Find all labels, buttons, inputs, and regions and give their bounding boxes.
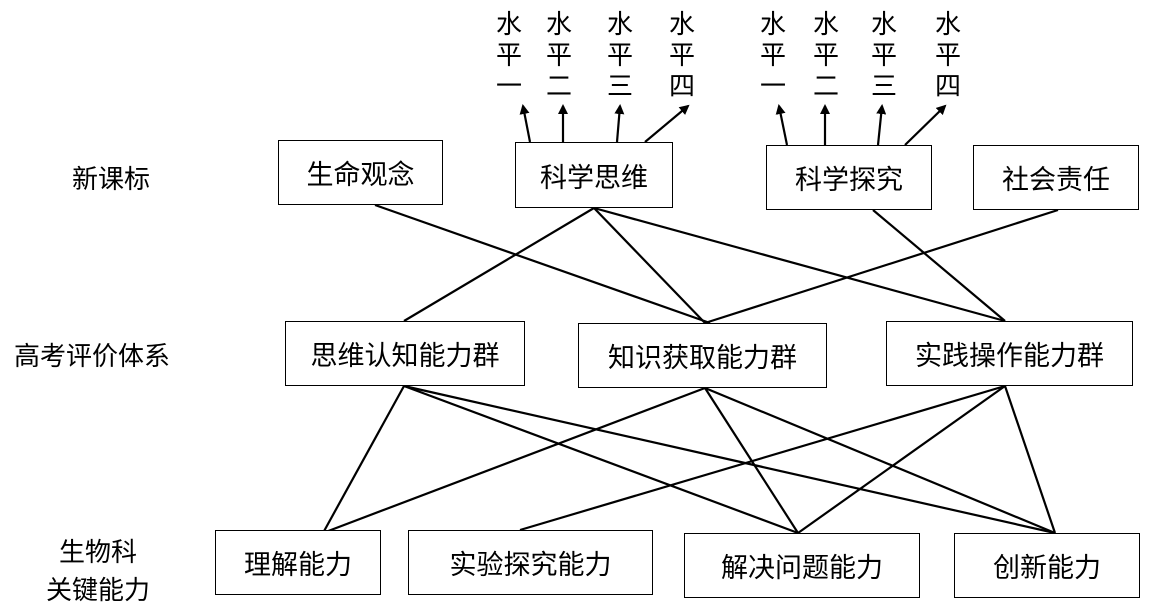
box-knowledge-acquisition-group: 知识获取能力群 <box>578 323 827 388</box>
row-label-exam-system: 高考评价体系 <box>14 342 171 372</box>
link-knowledge-to-innovation <box>704 386 1056 535</box>
level-inquiry-3: 水平三 <box>870 10 897 102</box>
box-scientific-thinking: 科学思维 <box>515 142 673 208</box>
row-label-key-ability-line1: 生物科 <box>58 538 137 568</box>
link-thinking-to-practice <box>593 206 1006 323</box>
box-experimental-inquiry-ability: 实验探究能力 <box>408 530 653 595</box>
level-inquiry-1: 水平一 <box>759 10 786 102</box>
arrow-inquiry-level3 <box>876 104 887 146</box>
arrow-thinking-level4 <box>644 104 690 143</box>
link-practice-to-innovation <box>1003 385 1057 534</box>
row-label-key-ability: 生物科 关键能力 <box>28 534 168 610</box>
link-cognition-to-problem-solving <box>403 384 799 535</box>
box-problem-solving-ability: 解决问题能力 <box>684 533 920 598</box>
arrow-inquiry-level4 <box>904 104 947 146</box>
arrow-thinking-level3 <box>614 104 625 143</box>
link-cognition-to-innovation <box>403 384 1056 535</box>
link-life-concept-to-knowledge <box>374 203 711 325</box>
level-thinking-3: 水平三 <box>606 10 633 102</box>
box-life-concept: 生命观念 <box>278 140 443 205</box>
level-inquiry-2: 水平二 <box>812 10 839 102</box>
box-scientific-inquiry: 科学探究 <box>766 145 932 210</box>
box-understanding-ability: 理解能力 <box>215 530 381 595</box>
box-innovation-ability: 创新能力 <box>954 533 1140 598</box>
arrow-thinking-level1 <box>519 104 532 143</box>
row-label-key-ability-line2: 关键能力 <box>45 576 150 606</box>
link-thinking-to-cognition <box>403 207 595 322</box>
level-inquiry-4: 水平四 <box>934 10 961 102</box>
link-cognition-to-understanding <box>322 385 405 534</box>
level-thinking-1: 水平一 <box>495 10 522 102</box>
row-label-curriculum: 新课标 <box>72 165 151 195</box>
box-social-responsibility: 社会责任 <box>973 145 1139 210</box>
level-thinking-2: 水平二 <box>545 10 572 102</box>
link-inquiry-to-practice <box>872 209 1006 322</box>
box-thinking-cognition-group: 思维认知能力群 <box>285 321 525 386</box>
level-thinking-4: 水平四 <box>668 10 695 102</box>
link-knowledge-to-understanding <box>322 386 706 535</box>
link-practice-to-experiment <box>519 384 1006 532</box>
link-responsibility-to-knowledge <box>704 208 1059 325</box>
arrow-inquiry-level1 <box>775 104 789 146</box>
link-practice-to-problem-solving <box>797 385 1006 534</box>
link-thinking-to-knowledge <box>593 207 706 324</box>
box-practice-operation-group: 实践操作能力群 <box>886 321 1133 386</box>
